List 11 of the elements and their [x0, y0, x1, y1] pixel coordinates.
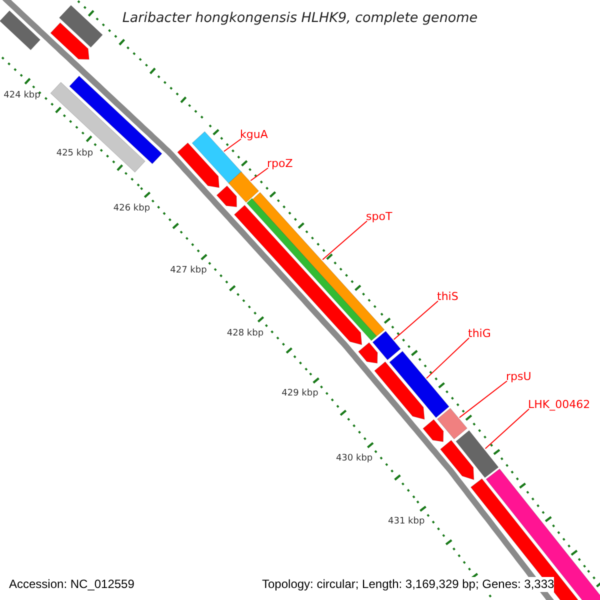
scale-label: 427 kbp	[170, 266, 207, 277]
title: Laribacter hongkongensis HLHK9, complete genome	[121, 10, 479, 26]
scale-label: 428 kbp	[226, 328, 264, 340]
scale-label: 430 kbp	[336, 453, 373, 464]
scale-label: 426 kbp	[113, 203, 150, 214]
footer-text: Accession: NC_012559	[9, 577, 134, 592]
footer-text: Topology: circular; Length: 3,169,329 bp; Genes: 3,333	[262, 577, 554, 592]
scale-label: 425 kbp	[56, 148, 94, 160]
scale-label: 429 kbp	[282, 388, 318, 400]
scale-label: 424 kbp	[4, 90, 40, 102]
scale-label: 431 kbp	[388, 516, 425, 527]
